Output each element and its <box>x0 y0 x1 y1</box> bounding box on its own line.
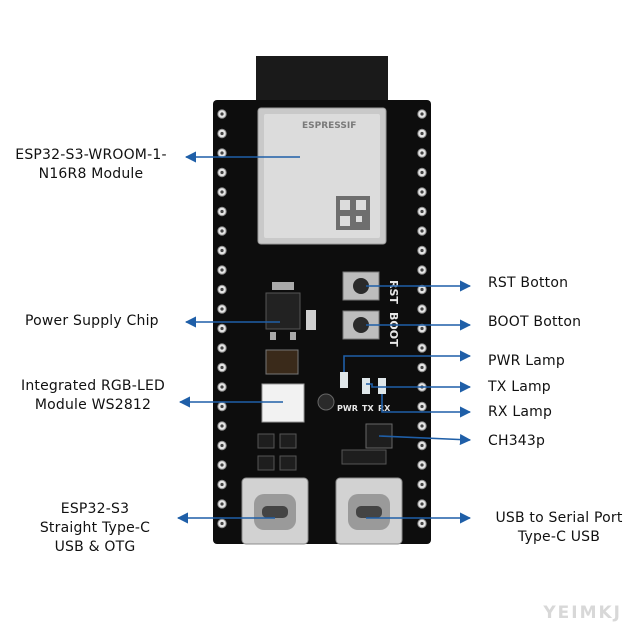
module-antenna <box>256 56 388 106</box>
silk-pwr: PWR <box>337 404 358 413</box>
header-pin-hole <box>420 482 424 487</box>
silk-rst: RST <box>387 280 400 304</box>
rgb-led-ws2812 <box>261 383 305 423</box>
header-pin-hole <box>420 170 424 175</box>
header-pin-hole <box>420 248 424 253</box>
label-usb-otg: ESP32-S3 Straight Type-C USB & OTG <box>20 500 170 557</box>
label-rgb-line1: Integrated RGB-LED <box>20 378 166 394</box>
header-pin-hole <box>420 307 424 311</box>
header-pin-hole <box>420 521 424 526</box>
label-module-line2: N16R8 Module <box>38 166 144 182</box>
header-pin-hole <box>220 229 224 233</box>
header-pin-hole <box>220 521 224 526</box>
header-pin-hole <box>220 424 224 428</box>
header-pin-hole <box>220 326 224 331</box>
header-pin-hole <box>220 268 224 272</box>
header-pin-hole <box>220 131 224 136</box>
power-supply-chip <box>265 292 301 330</box>
header-pin-hole <box>220 502 224 506</box>
header-pin-hole <box>220 307 224 311</box>
header-pin-hole <box>420 112 424 116</box>
label-pwr-lamp: PWR Lamp <box>488 353 565 369</box>
label-power-chip: Power Supply Chip <box>25 313 159 329</box>
label-ch343p: CH343p <box>488 433 546 449</box>
header-pin-hole <box>420 287 424 292</box>
header-pin-hole <box>420 268 424 272</box>
header-pin-hole <box>220 385 224 389</box>
header-pin-hole <box>220 463 224 467</box>
label-usb-serial-line1: USB to Serial Port <box>495 510 623 526</box>
label-tx-lamp: TX Lamp <box>488 379 551 395</box>
header-pin-hole <box>220 365 224 370</box>
module-brand-text: ESPRESSIF <box>302 121 356 131</box>
header-pin-hole <box>220 170 224 175</box>
label-boot: BOOT Botton <box>488 314 582 330</box>
header-pin-hole <box>220 443 224 448</box>
watermark: YEIMKJ <box>543 603 622 623</box>
label-usb-otg-line1: ESP32-S3 <box>60 501 130 517</box>
label-module-line1: ESP32-S3-WROOM-1- <box>15 147 167 163</box>
silk-tx: TX <box>362 404 374 413</box>
silk-rx: RX <box>378 404 391 413</box>
label-rgb-line2: Module WS2812 <box>34 397 152 413</box>
rx-led <box>378 378 386 394</box>
header-pin-hole <box>420 463 424 467</box>
label-usb-serial-line2: Type-C USB <box>517 529 601 545</box>
header-pin-hole <box>420 209 424 214</box>
label-usb-otg-line3: USB & OTG <box>54 539 136 555</box>
header-pin-hole <box>220 404 224 409</box>
callout-arrows <box>176 151 472 524</box>
header-pin-hole <box>420 229 424 233</box>
header-pin-hole <box>420 502 424 506</box>
pwr-led <box>340 372 348 388</box>
header-pin-hole <box>420 190 424 194</box>
header-pin-hole <box>220 287 224 292</box>
header-pin-hole <box>420 151 424 155</box>
header-pin-hole <box>420 424 424 428</box>
header-pin-hole <box>220 248 224 253</box>
label-usb-otg-line2: Straight Type-C <box>39 520 151 536</box>
silk-boot: BOOT <box>387 312 400 347</box>
label-rx-lamp: RX Lamp <box>488 404 553 420</box>
tx-led <box>362 378 370 394</box>
header-pin-hole <box>220 151 224 155</box>
header-pin-hole <box>420 365 424 370</box>
header-pin-hole <box>220 346 224 350</box>
label-usb-serial: USB to Serial Port Type-C USB <box>482 509 636 547</box>
label-module: ESP32-S3-WROOM-1- N16R8 Module <box>0 146 182 184</box>
header-pin-hole <box>420 346 424 350</box>
header-pin-hole <box>220 112 224 116</box>
header-pin-hole <box>220 190 224 194</box>
header-pin-hole <box>420 443 424 448</box>
pin-header-right <box>417 109 427 529</box>
header-pin-hole <box>220 482 224 487</box>
header-pin-hole <box>420 326 424 331</box>
header-pin-hole <box>420 131 424 136</box>
pin-header-left <box>217 109 227 529</box>
label-rgb: Integrated RGB-LED Module WS2812 <box>8 377 178 415</box>
header-pin-hole <box>220 209 224 214</box>
label-rst: RST Botton <box>488 275 569 291</box>
header-pin-hole <box>420 404 424 409</box>
